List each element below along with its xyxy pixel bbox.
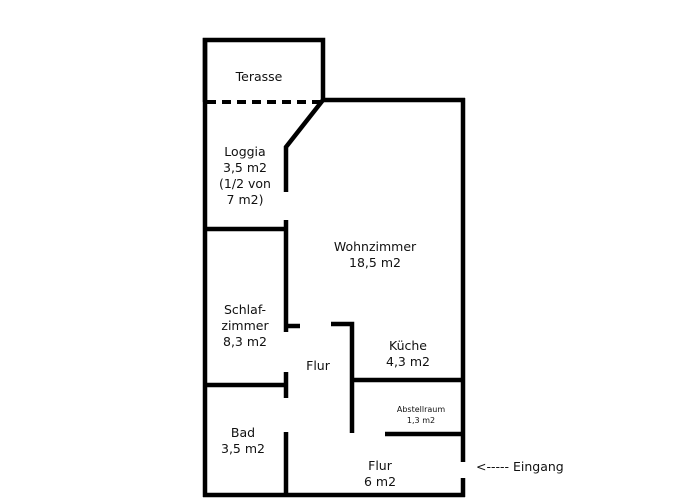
room-area: 18,5 m2 bbox=[349, 255, 401, 270]
room-label-flur-lower: Flur 6 m2 bbox=[364, 458, 396, 490]
room-label-loggia: Loggia 3,5 m2 (1/2 von 7 m2) bbox=[219, 144, 271, 208]
room-label-abstellraum: Abstellraum 1,3 m2 bbox=[397, 404, 445, 426]
room-area: 6 m2 bbox=[363, 474, 397, 489]
room-name: Flur bbox=[368, 458, 392, 473]
room-label-bad: Bad 3,5 m2 bbox=[221, 425, 265, 457]
room-name: Wohnzimmer bbox=[333, 239, 417, 254]
room-note: (1/2 von bbox=[219, 176, 271, 191]
room-name: Abstellraum bbox=[396, 405, 446, 414]
room-name: Loggia bbox=[224, 144, 266, 159]
room-area: 8,3 m2 bbox=[223, 334, 267, 349]
room-area: 4,3 m2 bbox=[386, 354, 430, 369]
room-label-terasse: Terasse bbox=[236, 69, 283, 85]
room-label-schlafzimmer: Schlaf- zimmer 8,3 m2 bbox=[221, 302, 268, 350]
loggia-diagonal-wall bbox=[283, 98, 325, 192]
entrance-label: <----- Eingang bbox=[476, 459, 564, 475]
room-label-wohnzimmer: Wohnzimmer 18,5 m2 bbox=[334, 239, 416, 271]
room-name: Küche bbox=[389, 338, 427, 353]
room-name: Schlaf- bbox=[223, 302, 267, 317]
room-area: 3,5 m2 bbox=[221, 441, 265, 456]
room-label-kueche: Küche 4,3 m2 bbox=[386, 338, 430, 370]
room-name: Flur bbox=[306, 358, 330, 373]
room-name: Bad bbox=[230, 425, 256, 440]
room-name: zimmer bbox=[221, 318, 269, 333]
room-label-flur-upper: Flur bbox=[306, 358, 330, 374]
wall-kueche-left bbox=[331, 321, 355, 433]
room-note: 7 m2) bbox=[226, 192, 264, 207]
room-name: Terasse bbox=[235, 69, 283, 84]
room-area: 3,5 m2 bbox=[223, 160, 267, 175]
entrance-arrow-text: <----- Eingang bbox=[476, 459, 564, 474]
room-area: 1,3 m2 bbox=[406, 416, 436, 425]
